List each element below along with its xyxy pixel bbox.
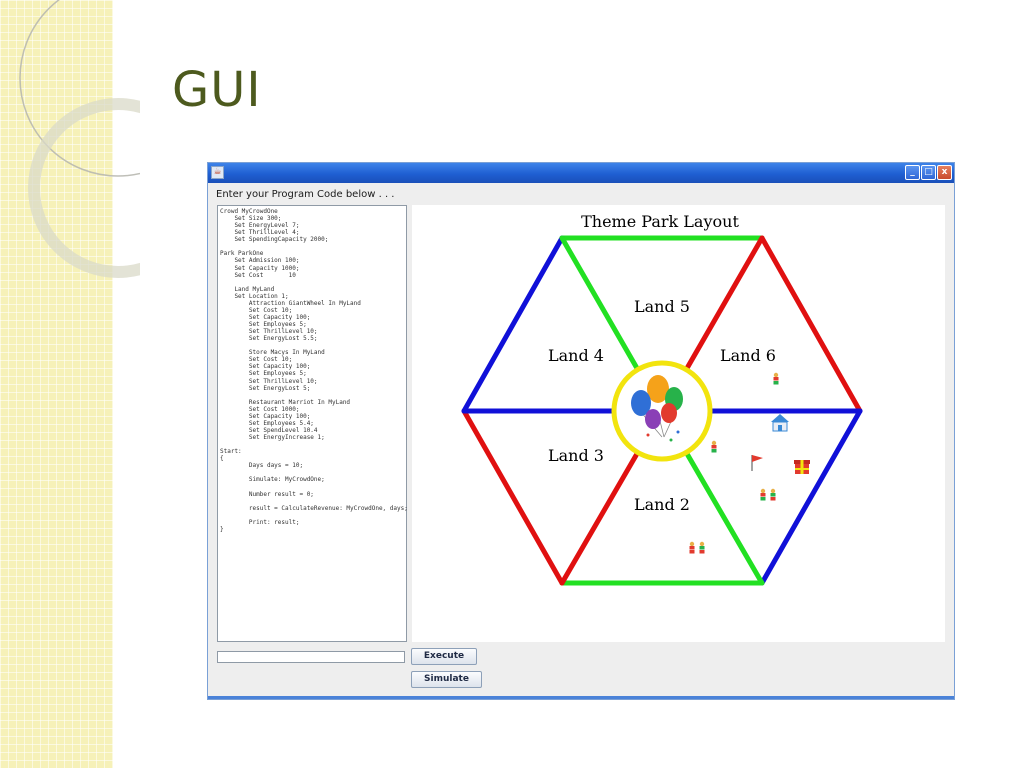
decorative-circles [19,0,140,278]
code-line[interactable]: Set Capacity 1000; [220,264,300,272]
hex-bottom-left-edge [461,408,565,586]
code-line[interactable]: Set ThrillLevel 10; [220,328,318,336]
code-line[interactable]: Crowd MyCrowdOne [220,208,278,215]
close-button[interactable]: x [937,165,952,180]
code-line[interactable]: Restaurant Marriot In MyLand [220,398,351,406]
slide-title: GUI [172,62,262,118]
simulate-button[interactable]: Simulate [411,671,482,688]
code-line[interactable]: Start: [220,448,242,456]
code-line[interactable]: Set Employees 5.4; [220,419,314,427]
code-line[interactable]: Set ThrillLevel 10; [220,377,318,385]
code-line[interactable]: Days days = 10; [220,462,304,470]
code-line[interactable]: Set EnergyLevel 7; [220,222,300,230]
land-2-label: Land 2 [634,495,690,514]
code-text[interactable]: Crowd MyCrowdOne Set Size 300; Set Energ… [218,206,408,533]
code-line[interactable]: Set Cost 10; [220,306,293,314]
code-line[interactable]: Set SpendLevel 10.4 [220,426,318,434]
code-line[interactable]: Number result = 0; [220,490,314,498]
land-6-label: Land 6 [720,346,776,365]
code-line[interactable]: Land MyLand [220,285,275,293]
code-line[interactable]: Set Admission 100; [220,257,300,265]
flag-icon [751,455,763,471]
visitor-group-icon [760,488,776,501]
park-layout-canvas: Theme Park Layout [412,205,945,642]
minimize-button[interactable]: _ [905,165,920,180]
hex-bottom-right-edge [759,408,863,586]
land-labels: Land 5 Land 4 Land 6 Land 3 Land 2 [548,297,776,514]
code-line[interactable]: } [220,525,224,533]
code-line[interactable]: { [220,455,224,463]
land-4-label: Land 4 [548,346,604,365]
visitor-group-icon [689,541,705,554]
code-line[interactable]: Store Macys In MyLand [220,349,325,357]
code-line[interactable]: Set ThrillLevel 4; [220,229,300,237]
code-line[interactable]: Set EnergyIncrease 1; [220,434,325,441]
spoke-top-left [559,235,641,373]
code-line[interactable]: Set Capacity 100; [220,412,311,420]
hex-top-left-edge [461,235,565,414]
code-line[interactable]: Set SpendingCapacity 2000; [220,236,329,244]
spoke-bottom-left [559,449,641,586]
code-editor[interactable]: Crowd MyCrowdOne Set Size 300; Set Energ… [217,205,408,642]
code-line[interactable]: Park ParkOne [220,250,264,258]
code-line[interactable]: Set Capacity 100; [220,363,311,371]
visitor-icon [773,372,779,385]
balloons-icon [631,375,683,442]
code-line[interactable]: Set Location 1; [220,292,289,300]
code-line[interactable]: Set Capacity 100; [220,313,311,321]
code-line[interactable]: Set Employees 5; [220,370,307,378]
code-line[interactable]: Set Size 300; [220,215,282,223]
code-line[interactable]: Set Employees 5; [220,321,307,328]
gift-icon [794,460,810,474]
command-input[interactable] [217,651,405,663]
window-bottom-edge [208,696,954,699]
layout-title: Theme Park Layout [581,212,739,231]
hexagon [461,235,863,586]
app-window: ☕ _ □ x Enter your Program Code below . … [207,162,955,700]
code-line[interactable]: result = CalculateRevenue: MyCrowdOne, d… [220,504,408,512]
code-line[interactable]: Set Cost 10 [220,271,296,279]
code-line[interactable]: Set EnergyLost 5.5; [220,335,318,343]
house-icon [771,414,789,432]
code-line[interactable]: Set Cost 10; [220,356,293,364]
java-app-icon: ☕ [211,166,224,179]
visitor-icon [711,440,717,453]
spoke-top-right [683,235,765,373]
spoke-bottom-right [683,449,765,586]
hex-top-right-edge [759,235,863,414]
code-line[interactable]: Print: result; [220,518,300,526]
code-line[interactable]: Attraction GiantWheel In MyLand [220,299,361,307]
code-line[interactable]: Set EnergyLost 5; [220,384,311,392]
window-titlebar[interactable]: ☕ _ □ x [208,163,954,183]
land-3-label: Land 3 [548,446,604,465]
land-5-label: Land 5 [634,297,690,316]
code-line[interactable]: Set Cost 1000; [220,405,300,413]
code-prompt-label: Enter your Program Code below . . . [216,189,395,200]
execute-button[interactable]: Execute [411,648,477,665]
maximize-button[interactable]: □ [921,165,936,180]
code-line[interactable]: Simulate: MyCrowdOne; [220,476,325,484]
